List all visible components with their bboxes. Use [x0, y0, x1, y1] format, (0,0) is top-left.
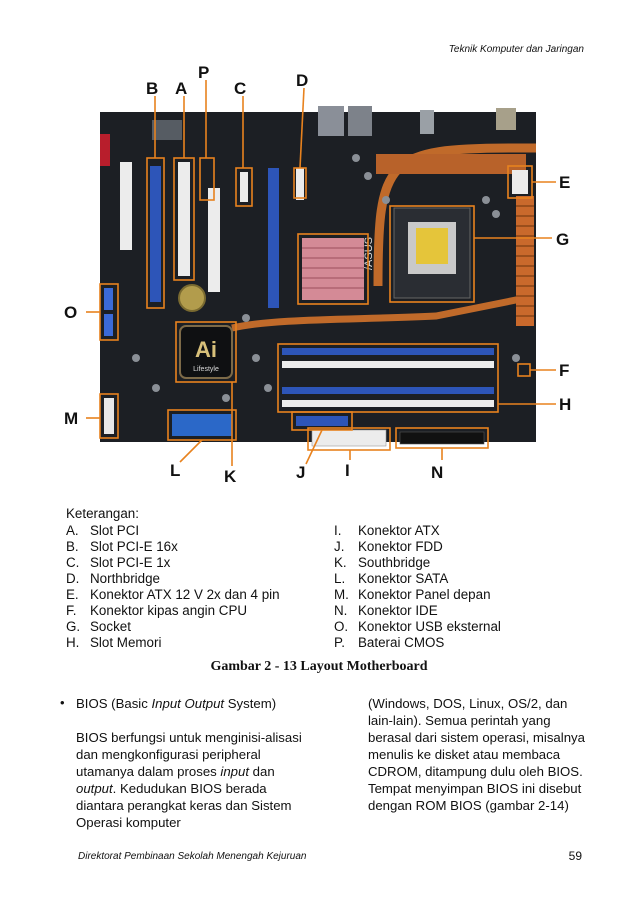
memory-slot-4 — [282, 400, 494, 407]
callout-box-c — [235, 167, 253, 207]
label-h: H — [559, 395, 571, 414]
legend-item: O.Konektor USB eksternal — [334, 619, 501, 634]
label-o: O — [64, 303, 77, 322]
board-brand: /ASUS — [363, 237, 375, 270]
fdd-connector — [296, 416, 348, 426]
page-footer: Direktorat Pembinaan Sekolah Menengah Ke… — [78, 851, 307, 862]
callout-box-northbridge — [297, 233, 369, 305]
atx12v-connector — [512, 170, 528, 194]
pci-slot-1 — [120, 162, 132, 250]
io-red-port — [100, 134, 110, 166]
figure-caption: Gambar 2 - 13 Layout Motherboard — [210, 659, 428, 674]
callout-box-p — [199, 157, 215, 201]
atx-connector — [311, 429, 387, 447]
memory-slot-3 — [282, 387, 494, 394]
rear-io-2 — [348, 106, 372, 136]
callout-box-i — [307, 427, 391, 451]
label-k: K — [224, 467, 237, 486]
legend-item: G.Socket — [66, 619, 131, 634]
rear-io-5 — [152, 120, 182, 140]
legend-item: E.Konektor ATX 12 V 2x dan 4 pin — [66, 587, 280, 602]
memory-slot-2 — [282, 361, 494, 368]
bios-paragraph-right: (Windows, DOS, Linux, OS/2, dan lain-lai… — [368, 696, 585, 813]
label-n: N — [431, 463, 443, 482]
legend-item: I.Konektor ATX — [334, 523, 440, 538]
rear-io-4 — [496, 108, 516, 130]
chip-logo-text: Ai — [195, 337, 217, 362]
label-j: J — [296, 463, 305, 482]
cmos-battery — [178, 284, 206, 312]
legend-item: P.Baterai CMOS — [334, 635, 445, 650]
bullet-marker: • — [60, 695, 65, 710]
legend-right-column: I.Konektor ATX J.Konektor FDD K.Southbri… — [334, 523, 501, 651]
legend-item: C.Slot PCI-E 1x — [66, 555, 171, 570]
pcie1-slot-1 — [240, 172, 248, 202]
legend-left-column: A.Slot PCI B.Slot PCI-E 16x C.Slot PCI-E… — [66, 523, 280, 651]
running-header: Teknik Komputer dan Jaringan — [448, 44, 584, 55]
chip-logo-subtext: Lifestyle — [193, 366, 219, 373]
vrm-heatsink-right — [516, 196, 534, 326]
usb-header-2 — [104, 314, 113, 336]
legend-item: J.Konektor FDD — [334, 539, 443, 554]
vrm-heatsink-top — [376, 154, 526, 174]
legend-title: Keterangan: — [66, 506, 139, 521]
bios-heading: BIOS (Basic Input Output System) — [76, 696, 277, 711]
label-f: F — [559, 361, 569, 380]
label-c: C — [234, 79, 246, 98]
bios-paragraph-left: BIOS berfungsi untuk menginisi-alisasi d… — [76, 730, 302, 830]
ide-connector — [399, 431, 485, 445]
label-a: A — [175, 79, 187, 98]
label-l: L — [170, 461, 180, 480]
rear-io-3 — [420, 110, 434, 134]
label-i: I — [345, 461, 350, 480]
legend-item: D.Northbridge — [66, 571, 160, 586]
legend-item: F.Konektor kipas angin CPU — [66, 603, 248, 618]
label-g: G — [556, 230, 569, 249]
page-number: 59 — [568, 849, 582, 863]
label-p: P — [198, 63, 209, 82]
callout-box-h — [277, 343, 499, 413]
cpu-socket-cover — [416, 228, 448, 264]
pcie1-slot-2 — [296, 168, 304, 200]
usb-header-1 — [104, 288, 113, 310]
legend-item: N.Konektor IDE — [334, 603, 438, 618]
pcie16-slot-2 — [268, 168, 279, 308]
legend-item: M.Konektor Panel depan — [334, 587, 491, 602]
front-panel-header — [104, 398, 114, 434]
sata-connectors — [172, 414, 232, 436]
pci-slot-2 — [178, 162, 190, 276]
label-m: M — [64, 409, 78, 428]
motherboard-figure: /ASUS Ai Lifestyle — [64, 63, 571, 486]
southbridge-chip — [179, 325, 233, 379]
pci-slot-3 — [208, 188, 220, 292]
northbridge-heatsink — [302, 238, 364, 300]
legend-item: K.Southbridge — [334, 555, 431, 570]
label-d: D — [296, 71, 308, 90]
memory-slot-1 — [282, 348, 494, 355]
legend-item: B.Slot PCI-E 16x — [66, 539, 178, 554]
legend-item: H.Slot Memori — [66, 635, 162, 650]
rear-io-1 — [318, 106, 344, 136]
pcie16-slot-1 — [150, 166, 161, 302]
label-b: B — [146, 79, 158, 98]
label-e: E — [559, 173, 570, 192]
callout-box-g — [389, 205, 475, 303]
legend-item: L.Konektor SATA — [334, 571, 449, 586]
heatpipe-bottom — [231, 294, 527, 332]
callout-box-k — [175, 321, 237, 383]
legend-item: A.Slot PCI — [66, 523, 140, 538]
callout-box-m — [99, 393, 119, 439]
